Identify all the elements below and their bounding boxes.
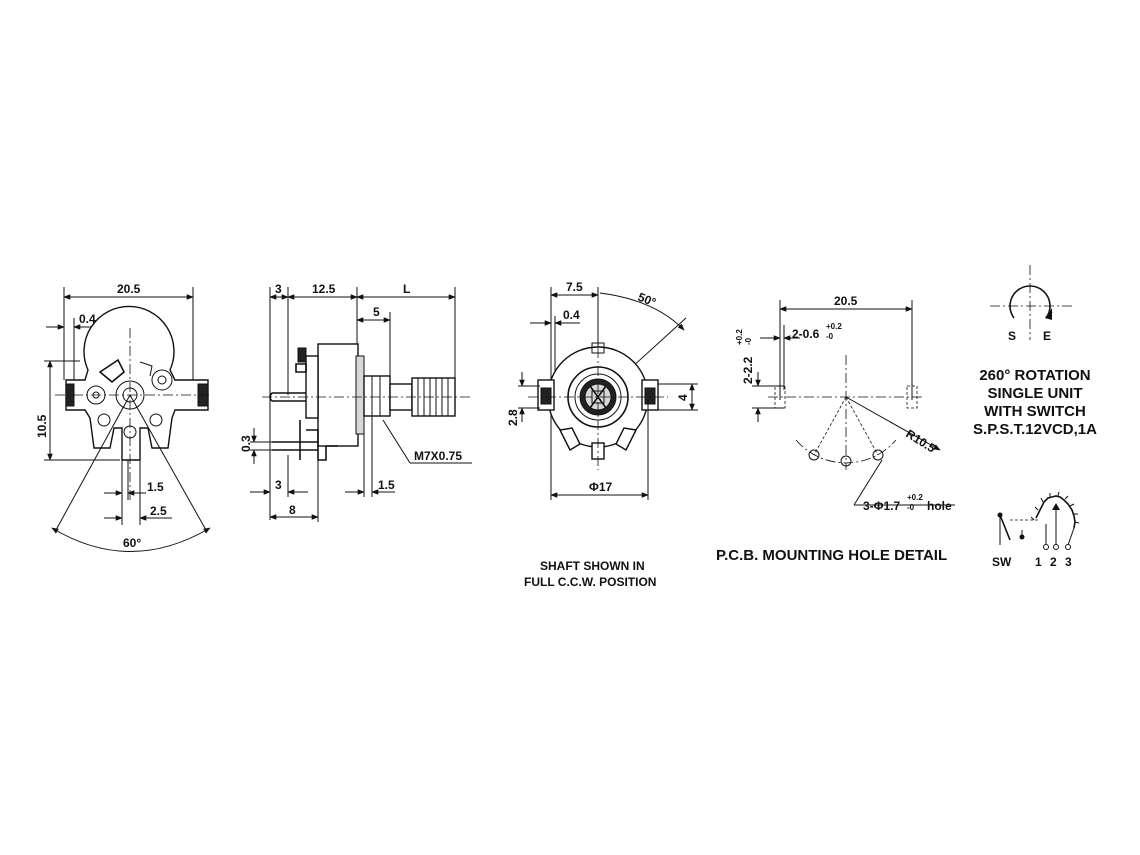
side-view: 3 12.5 L 5 [239,282,472,522]
rear-dim-4: 4 [676,394,690,401]
spec-line1: 260° ROTATION [979,367,1090,384]
rear-dim-2-8: 2.8 [506,409,520,426]
front-view: 20.5 0.4 10.5 1.5 [35,282,211,552]
switch-e-label: E [1043,329,1051,343]
rear-angle-dim: 50° [636,290,658,310]
rear-caption-line2: FULL C.C.W. POSITION [524,575,656,589]
pcb-slot2-tol-upper: +0.2 [735,329,744,345]
rear-caption-line1: SHAFT SHOWN IN [540,559,645,573]
pin-pitch-dim: 2.5 [150,504,167,518]
pcb-slot-tol-upper: +0.2 [826,322,842,331]
pcb-radius-dim: R10.5 [903,427,938,456]
thread-label: M7X0.75 [414,449,462,463]
spec-line4: S.P.S.T.12VCD,1A [973,421,1097,438]
pcb-hole-tol-upper: +0.2 [907,493,923,502]
spec-block: S E 260° ROTATION SINGLE UNIT WITH SWITC… [973,265,1097,438]
side-dim-3-bottom: 3 [275,478,282,492]
spec-line3: WITH SWITCH [984,403,1086,420]
side-dim-3: 3 [275,282,282,296]
schematic-pin3: 3 [1065,555,1072,569]
side-dim-5: 5 [373,305,380,319]
rear-dim-0-4: 0.4 [563,308,580,322]
front-height-dim: 10.5 [35,414,49,438]
schematic-sw: SW [992,555,1012,569]
schematic: SW 1 2 3 [992,491,1080,569]
front-angle-dim: 60° [123,536,141,550]
schematic-pin1: 1 [1035,555,1042,569]
schematic-pin2: 2 [1050,555,1057,569]
side-dim-L: L [403,282,410,296]
front-offset-dim: 0.4 [79,312,96,326]
front-width-dim: 20.5 [117,282,141,296]
side-dim-12-5: 12.5 [312,282,336,296]
rear-view: 7.5 0.4 50° 2.8 [506,280,698,589]
pcb-hole-suffix: hole [927,499,952,513]
pcb-caption: P.C.B. MOUNTING HOLE DETAIL [716,547,947,564]
rear-diameter-dim: Φ17 [589,480,613,494]
spec-line2: SINGLE UNIT [987,385,1082,402]
pcb-slot-tol-lower: -0 [826,332,834,341]
side-dim-8: 8 [289,503,296,517]
side-dim-1-5: 1.5 [378,478,395,492]
pin-small-dim: 1.5 [147,480,164,494]
pcb-slot2-tol-lower: -0 [744,337,753,345]
pcb-detail: 20.5 2-0.6 +0.2 -0 2-2.2 +0.2 -0 R10.5 [716,294,955,564]
pcb-hole-label: 3-Φ1.7 [863,499,901,513]
pcb-slot-label: 2-0.6 [792,327,820,341]
pcb-hole-tol-lower: -0 [907,503,915,512]
pcb-slot2-label: 2-2.2 [741,356,755,384]
pcb-width-dim: 20.5 [834,294,858,308]
rear-dim-7-5: 7.5 [566,280,583,294]
switch-s-label: S [1008,329,1016,343]
side-dim-0-3: 0.3 [239,435,253,452]
